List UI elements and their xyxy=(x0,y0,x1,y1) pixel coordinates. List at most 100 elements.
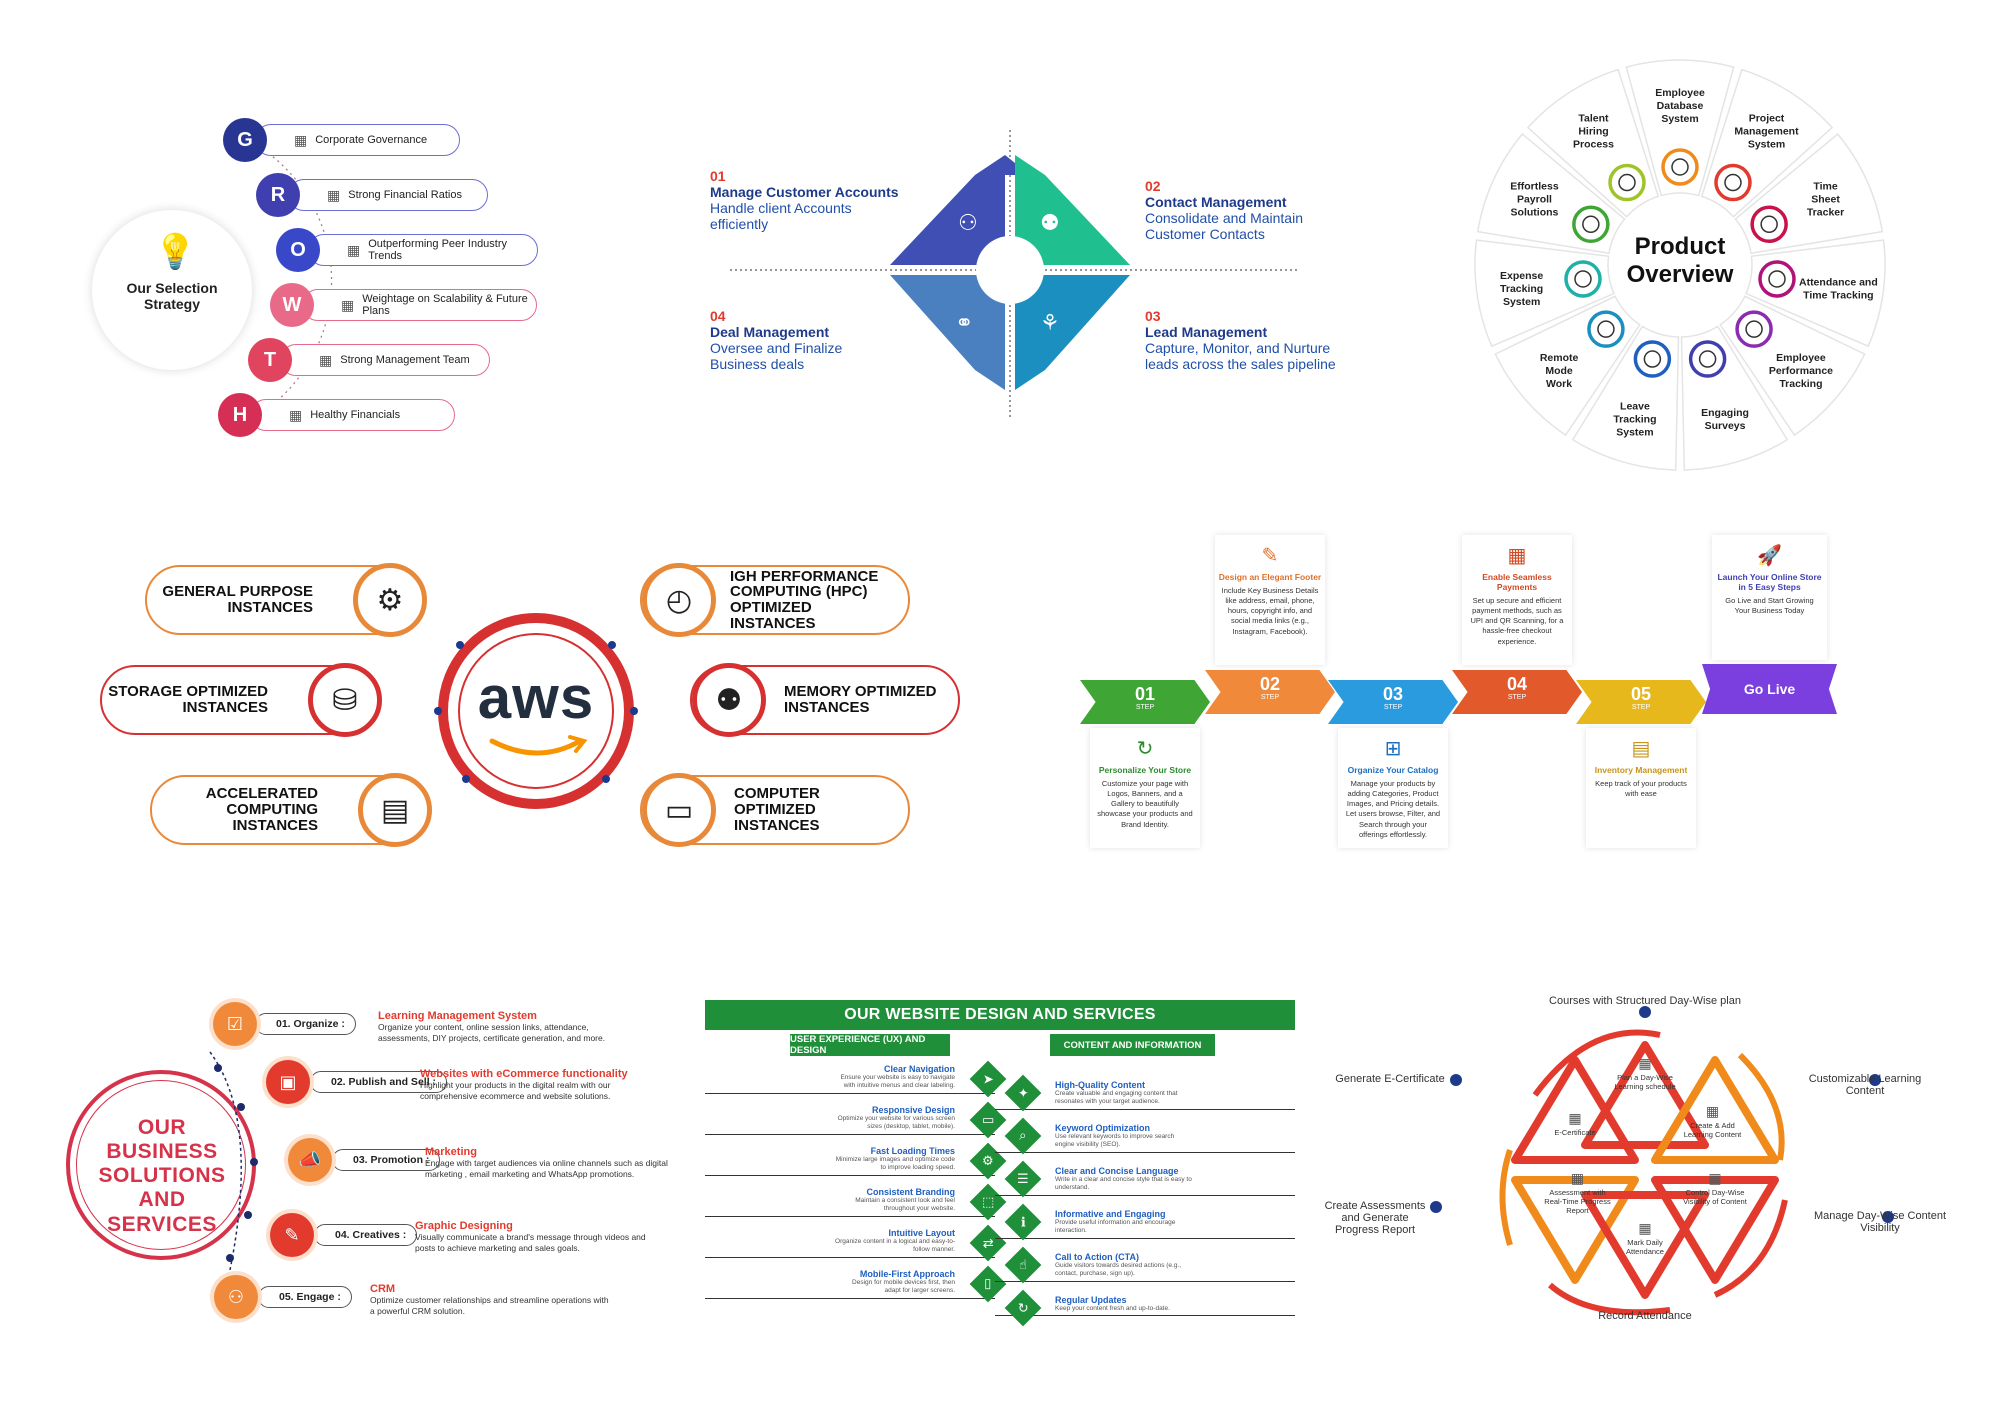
aws-instance-icon: ▤ xyxy=(358,773,432,847)
lms-inner-label: E-Certificate xyxy=(1554,1127,1596,1137)
biz-tag: 02. Publish and Sell : xyxy=(310,1071,448,1093)
growth-item-icon: ▦ xyxy=(327,186,341,203)
web-left-header: USER EXPERIENCE (UX) AND DESIGN xyxy=(790,1034,950,1056)
web-right-icon: ☝ xyxy=(1019,1256,1027,1272)
growth-center-circle: 💡 Our Selection Strategy xyxy=(92,210,252,370)
growth-item-pill: ▦Strong Management Team xyxy=(280,344,490,376)
product-segment-icon-glyph xyxy=(1698,350,1717,368)
aws-instance-label: STORAGE OPTIMIZED INSTANCES xyxy=(108,683,268,716)
growth-panel: 💡 Our Selection Strategy ▦Corporate Gove… xyxy=(80,110,600,450)
product-title-line1: Product xyxy=(1634,233,1726,260)
web-left-title: Clear Navigation xyxy=(883,1064,955,1074)
web-left-desc: Ensure your website is easy to navigate … xyxy=(840,1074,955,1090)
crm-q2: 02 Contact Management Consolidate and Ma… xyxy=(1145,178,1345,242)
web-left-desc: Minimize large images and optimize code … xyxy=(835,1156,955,1172)
aws-logo-circle: aws xyxy=(438,613,634,809)
aws-dots xyxy=(434,641,638,783)
lms-inner-icon: ▦ xyxy=(1708,1170,1722,1186)
web-left-title: Consistent Branding xyxy=(866,1187,955,1197)
product-segment-icon xyxy=(1608,163,1646,202)
growth-item-icon: ▦ xyxy=(294,131,308,148)
web-left-icon: ▭ xyxy=(981,1111,995,1127)
lms-outer-left-top: Generate E-Certificate xyxy=(1335,1073,1445,1085)
step-icon: ↻ xyxy=(1136,738,1154,760)
step-word: STEP xyxy=(1631,704,1651,711)
web-left-title: Intuitive Layout xyxy=(888,1228,955,1238)
lms-inner-label: Mark Daily Attendance xyxy=(1626,1237,1664,1256)
growth-item-label: Healthy Financials xyxy=(310,409,401,421)
biz-item-icon: ▣ xyxy=(266,1060,310,1104)
web-left-title: Mobile-First Approach xyxy=(859,1269,955,1279)
aws-instance-label: MEMORY OPTIMIZED INSTANCES xyxy=(784,683,937,716)
crm-arrow-q2 xyxy=(1015,155,1130,265)
accounts-icon: ⚇ xyxy=(958,210,978,235)
product-title: Product Overview xyxy=(1620,233,1740,288)
growth-item-label: Strong Financial Ratios xyxy=(348,189,462,201)
biz-tag: 01. Organize : xyxy=(255,1013,356,1035)
product-segment-icon-glyph xyxy=(1724,173,1742,192)
product-segment-icon-glyph xyxy=(1597,320,1615,338)
web-right-title: High-Quality Content xyxy=(1055,1080,1145,1090)
lms-outer-bottom: Record Attendance xyxy=(1598,1310,1692,1322)
product-center xyxy=(1618,203,1742,327)
growth-item-pill: ▦ Strong Financial Ratios xyxy=(288,179,488,211)
crm-q1-title: Manage Customer Accounts xyxy=(710,184,899,200)
web-right-item: Call to Action (CTA)Guide visitors towar… xyxy=(995,1252,1295,1282)
biz-tag: 03. Promotion : xyxy=(332,1149,441,1171)
aws-instance-label: IGH PERFORMANCE COMPUTING (HPC) OPTIMIZE… xyxy=(730,567,879,632)
handshake-icon: ⚭ xyxy=(955,310,973,335)
crm-q2-title: Contact Management xyxy=(1145,194,1287,210)
step-number: 01 xyxy=(1134,684,1156,704)
biz-center-title: OUR BUSINESS SOLUTIONS AND SERVICES xyxy=(98,1116,226,1236)
lms-inner-left-bottom: ▦Assessment with Real-Time Progress Repo… xyxy=(1540,1170,1615,1216)
step-icon: ⊞ xyxy=(1384,738,1402,760)
biz-item-desc: Highlight your products in the digital r… xyxy=(420,1080,611,1102)
crm-q3-num: 03 xyxy=(1145,308,1161,324)
step-body: Keep track of your products with ease xyxy=(1595,779,1687,799)
biz-item-desc: Organize your content, online session li… xyxy=(378,1022,606,1044)
web-left-title: Responsive Design xyxy=(871,1105,955,1115)
growth-item-icon: ▦ xyxy=(341,296,355,313)
crm-arrow-q3 xyxy=(1015,275,1130,390)
lms-inner-bottom: ▦Mark Daily Attendance xyxy=(1610,1220,1680,1256)
step-title: Inventory Management xyxy=(1594,765,1688,775)
product-title-line2: Overview xyxy=(1626,260,1734,288)
aws-logo-text: aws xyxy=(477,664,595,731)
biz-item-icon: ⚇ xyxy=(214,1275,258,1319)
go-live-title: Launch Your Online Store in 5 Easy Steps xyxy=(1717,572,1822,592)
step-word: STEP xyxy=(1135,704,1155,711)
product-segment-icon-glyph xyxy=(1760,215,1778,234)
aws-instance-icon: ⚉ xyxy=(692,663,766,737)
web-right-desc: Provide useful information and encourage… xyxy=(1055,1219,1176,1235)
lightbulb-icon: 💡 xyxy=(154,233,197,271)
web-left-icon: ⇄ xyxy=(982,1235,994,1250)
product-segment-icon xyxy=(1735,310,1773,348)
product-segment-icon xyxy=(1750,205,1788,244)
web-left-icon: ⚙ xyxy=(982,1153,994,1168)
lms-inner-icon: ▦ xyxy=(1638,1055,1652,1071)
step-number: 03 xyxy=(1382,684,1404,704)
biz-item-icon: ✎ xyxy=(270,1213,314,1257)
step-number: 05 xyxy=(1630,684,1652,704)
web-right-header: CONTENT AND INFORMATION xyxy=(1050,1034,1215,1056)
growth-item-pill: ▦Outperforming Peer Industry Trends xyxy=(308,234,538,266)
web-left-desc: Maintain a consistent look and feel thro… xyxy=(855,1197,955,1213)
rocket-icon: 🚀 xyxy=(1757,545,1782,567)
step-body: Set up secure and efficient payment meth… xyxy=(1470,596,1564,646)
go-live-band[interactable]: Go Live xyxy=(1702,664,1837,714)
web-left-icon: ⬚ xyxy=(981,1193,995,1209)
web-right-desc: Create valuable and engaging content tha… xyxy=(1055,1090,1178,1106)
